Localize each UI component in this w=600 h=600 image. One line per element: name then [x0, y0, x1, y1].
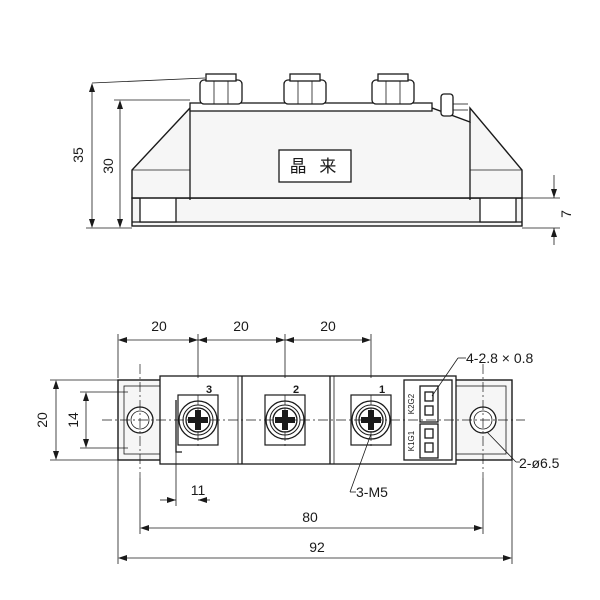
dim-overall-height: 35	[70, 147, 86, 163]
base-plate	[131, 197, 523, 227]
callout-screws: 3-M5	[356, 484, 388, 500]
label-text: 晶 来	[290, 157, 341, 176]
tab-label-lower: K1G1	[407, 430, 416, 451]
dim-width-outer: 20	[34, 412, 50, 428]
dim-width-inner: 14	[65, 412, 81, 428]
label-box	[278, 149, 352, 183]
dim-pitch-right: 20	[320, 318, 336, 334]
nut-left	[199, 73, 243, 105]
callout-holes: 2-ø6.5	[519, 455, 560, 471]
top-view: 3 2 1 K2G2 K1G1 20 20 20	[34, 318, 560, 564]
terminal-label-3: 3	[206, 384, 212, 396]
dim-base-height: 7	[558, 210, 574, 218]
nut-middle	[283, 73, 327, 105]
dim-overall-length: 92	[309, 539, 325, 555]
dim-offset: 11	[191, 482, 206, 498]
dim-body-height: 30	[100, 158, 116, 174]
dim-pitch-left: 20	[151, 318, 167, 334]
dim-pitch-mid: 20	[233, 318, 249, 334]
terminal-label-1: 1	[379, 384, 385, 396]
terminal-label-2: 2	[293, 384, 299, 396]
tab-label-upper: K2G2	[407, 393, 416, 414]
nut-right	[371, 73, 415, 105]
callout-tabs: 4-2.8 × 0.8	[466, 350, 534, 366]
dim-mount-pitch: 80	[302, 509, 318, 525]
gate-tab	[440, 93, 454, 117]
side-view: 晶 来 35 30 7	[70, 73, 574, 245]
